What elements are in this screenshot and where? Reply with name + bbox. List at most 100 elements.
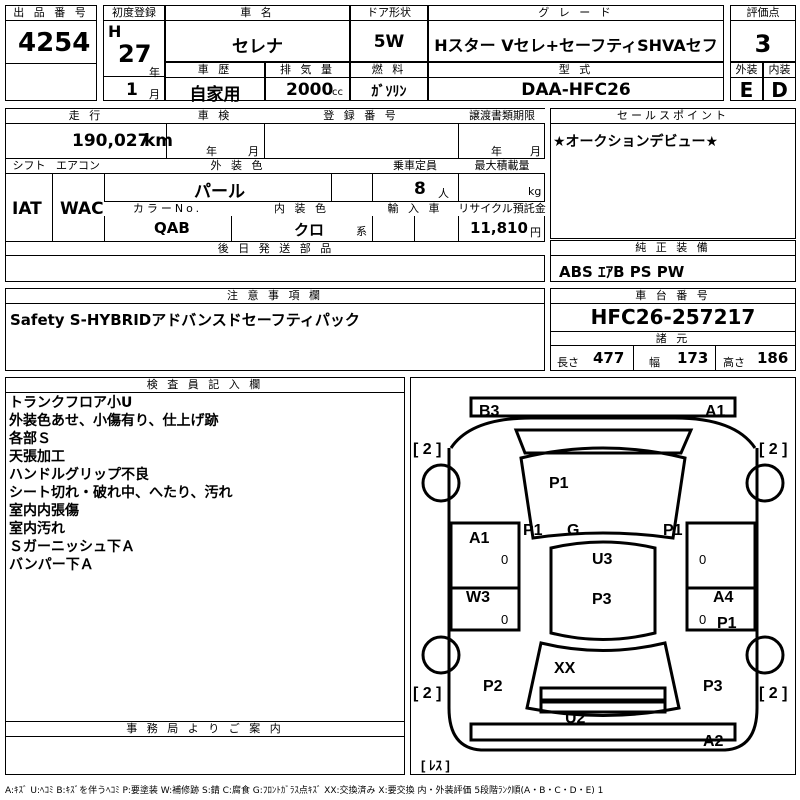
length: 477 xyxy=(593,349,625,367)
score-label: 評価点 xyxy=(731,6,795,21)
exterior-color-label: 外 装 色 xyxy=(104,159,372,173)
score: 3 xyxy=(754,30,772,58)
equipment-box: 純 正 装 備 ABS ｴｱB PS PW xyxy=(550,240,796,282)
length-label: 長さ xyxy=(557,356,579,369)
inspector-note: 室内内張傷 xyxy=(9,503,79,519)
era: H xyxy=(108,22,122,41)
model-box: 車 名 セレナ xyxy=(165,5,350,62)
capacity: 8 xyxy=(414,179,426,199)
door-type: 5W xyxy=(373,32,405,52)
ext-grade-box: 外装 E xyxy=(730,62,763,102)
max-load-unit: kg xyxy=(528,185,542,198)
right-front-door-shape xyxy=(685,521,757,590)
lot-number-box: 出 品 番 号 4254 xyxy=(5,5,97,101)
grade-box: グ レ ー ド Hスター Vセレ+セーフティSHVAセフ xyxy=(428,5,724,62)
mark-a1-left: A1 xyxy=(469,530,490,547)
registration-number-label: 登 録 番 号 xyxy=(264,109,458,123)
ext-grade: E xyxy=(739,78,754,102)
ac: WAC xyxy=(60,199,104,219)
mileage: 190,027 xyxy=(72,131,150,151)
int-grade-box: 内装 D xyxy=(763,62,796,102)
tire-front-right: [ 2 ] xyxy=(759,441,787,458)
tire-rear-right: [ 2 ] xyxy=(759,685,787,702)
shift-label: シフト xyxy=(6,159,52,173)
exterior-color: パール xyxy=(194,182,245,202)
recycle-deposit: 11,810 xyxy=(470,219,528,237)
inspector-note: Ｓガーニッシュ下Ａ xyxy=(9,539,135,555)
legend: A:ｷｽﾞ U:ﾍｺﾐ B:ｷｽﾞを伴うﾍｺﾐ P:要塗装 W:補修跡 S:錆 … xyxy=(5,786,604,796)
interior-color-label: 内 装 色 xyxy=(231,202,372,216)
displacement: 2000 xyxy=(286,80,334,100)
car-diagram: B3 A1 P1 A1 P1 G P1 U3 W3 P3 A4 P1 XX P2… xyxy=(413,396,787,773)
ac-label: エアコン xyxy=(52,159,104,173)
mark-w3: W3 xyxy=(466,589,490,606)
registration-month: 1 xyxy=(126,80,138,100)
fuel: ｶﾞｿﾘﾝ xyxy=(371,84,407,100)
lot-number: 4254 xyxy=(18,28,91,58)
width-label: 幅 xyxy=(649,356,660,369)
transfer-month-unit: 月 xyxy=(530,145,543,158)
history-label: 車 歴 xyxy=(166,63,264,78)
zero-left-rear: 0 xyxy=(501,612,508,627)
roof-rear-shape xyxy=(525,641,681,717)
year-unit: 年 xyxy=(149,66,162,79)
inspector-note: トランクフロア小U xyxy=(9,395,133,411)
int-grade: D xyxy=(771,78,788,102)
front-bumper-shape xyxy=(469,396,737,418)
mark-a4: A4 xyxy=(713,589,734,606)
zero-right-rear: 0 xyxy=(699,612,706,627)
mark-xx: XX xyxy=(554,660,576,677)
sales-point-label: セールスポイント xyxy=(551,109,795,124)
later-parts-label: 後 日 発 送 部 品 xyxy=(6,242,546,256)
chassis-box: 車 台 番 号 HFC26-257217 諸 元 長さ 477 幅 173 高さ… xyxy=(550,288,796,371)
inspection-label: 車 検 xyxy=(166,109,264,123)
roof-center-shape xyxy=(549,540,657,641)
score-box: 評価点 3 xyxy=(730,5,796,62)
int-grade-label: 内装 xyxy=(764,63,795,78)
mileage-label: 走 行 xyxy=(6,109,166,123)
mark-a1-top: A1 xyxy=(705,403,726,420)
history-box: 車 歴 自家用 xyxy=(165,62,265,105)
zero-left-front: 0 xyxy=(501,552,508,567)
notes: Safety S-HYBRIDアドバンスドセーフティパック xyxy=(10,311,360,329)
inspector-note: バンパー下Ａ xyxy=(9,557,94,573)
inspector-note: 室内汚れ xyxy=(9,521,65,537)
recycle-unit: 円 xyxy=(530,226,541,239)
left-rear-door-shape xyxy=(449,586,521,632)
width: 173 xyxy=(677,349,709,367)
equipment-label: 純 正 装 備 xyxy=(551,241,795,256)
mark-u2: U2 xyxy=(565,710,586,727)
import-label: 輸 入 車 xyxy=(372,202,458,216)
interior-color-unit: 系 xyxy=(356,225,369,238)
windshield-shape xyxy=(513,428,694,455)
mileage-unit: km xyxy=(144,131,174,151)
door-box: ドア形状 5W xyxy=(350,5,428,62)
height: 186 xyxy=(757,349,789,367)
mark-g: G xyxy=(567,522,579,539)
roof-front-shape xyxy=(519,446,687,540)
ext-grade-label: 外装 xyxy=(731,63,762,78)
dims-label: 諸 元 xyxy=(551,332,795,346)
capacity-unit: 人 xyxy=(438,187,451,200)
color-number-label: カラーNo. xyxy=(104,202,231,216)
body-outline-shape xyxy=(447,448,759,752)
fuel-label: 燃 料 xyxy=(351,63,427,78)
tire-front-left: [ 2 ] xyxy=(413,441,441,458)
transfer-year-unit: 年 xyxy=(491,145,504,158)
spare-tire: [ ﾚｽ ] xyxy=(421,758,450,773)
inspector-note: ハンドルグリップ不良 xyxy=(9,467,149,483)
door-label: ドア形状 xyxy=(351,6,427,21)
type-box: 型 式 DAA-HFC26 xyxy=(428,62,724,101)
notes-label: 注 意 事 項 欄 xyxy=(6,289,544,304)
fuel-box: 燃 料 ｶﾞｿﾘﾝ xyxy=(350,62,428,101)
office-label: 事 務 局 よ り ご 案 内 xyxy=(6,722,404,736)
mark-p3-mid: P3 xyxy=(592,591,612,608)
height-label: 高さ xyxy=(723,356,745,369)
first-registration-label: 初度登録 xyxy=(104,6,164,21)
rear-skirt-shape xyxy=(469,722,737,742)
month-unit: 月 xyxy=(149,88,162,101)
grade: Hスター Vセレ+セーフティSHVAセフ xyxy=(434,36,718,55)
type-label: 型 式 xyxy=(429,63,723,78)
inspection-month-unit: 月 xyxy=(248,145,261,158)
grade-label: グ レ ー ド xyxy=(429,6,723,21)
